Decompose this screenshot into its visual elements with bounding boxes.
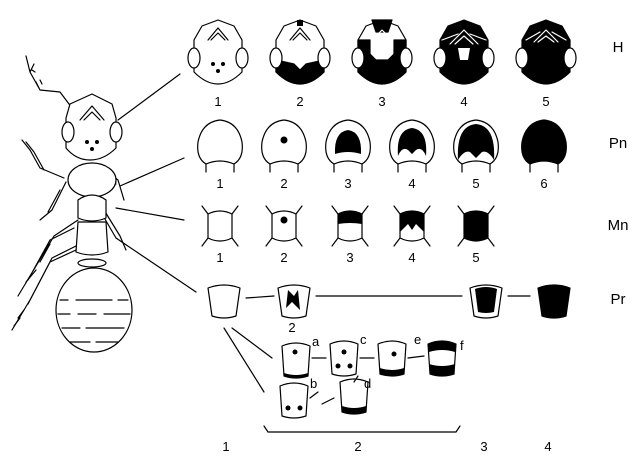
propodeum-subvariant-d [339, 378, 369, 415]
pronotum-variant-4 [389, 119, 435, 173]
propodeum-variant-4 [537, 284, 571, 319]
propodeum-subvariant-f [427, 340, 457, 377]
head-number-1: 1 [214, 94, 221, 109]
ant-ocelli [85, 140, 99, 151]
propodeum-variant-1 [207, 284, 241, 319]
head-number-4: 4 [460, 94, 467, 109]
letter-e: e [414, 332, 421, 347]
letter-c: c [360, 332, 367, 347]
head-number-3: 3 [378, 94, 385, 109]
ant-eye-right [109, 121, 123, 143]
ant-drawing [11, 55, 133, 353]
pronotum-variant-5 [453, 119, 499, 173]
pronotum-number-2: 2 [280, 176, 287, 191]
letter-b: b [310, 376, 317, 391]
ant-leg-mid [17, 219, 79, 297]
pronotum-number-1: 1 [216, 176, 223, 191]
letter-f: f [460, 338, 464, 353]
ant-antenna [25, 55, 73, 109]
mesonotum-variant-4 [393, 205, 431, 247]
pronotum-variant-1 [197, 119, 243, 173]
propodeum-branch-lines [223, 327, 273, 393]
mesonotum-variant-5 [457, 205, 495, 247]
connector-lines [115, 73, 197, 293]
ant-leg-hind-tarsus [13, 309, 25, 327]
ant-leg-mid-tarsus [25, 243, 51, 283]
mesonotum-numbers: 1 2 3 4 5 [216, 250, 479, 265]
mesonotum-row-label: Mn [608, 217, 629, 234]
pronotum-number-4: 4 [408, 176, 415, 191]
bottom-number-2: 2 [354, 439, 361, 454]
pronotum-row: 1 2 3 4 5 6 Pn [197, 119, 627, 191]
head-row: 1 2 3 4 5 H [187, 19, 624, 109]
propodeum-subvariant-a [281, 342, 311, 379]
bottom-numbers: 1 2 3 4 [222, 439, 551, 454]
bottom-number-4: 4 [544, 439, 551, 454]
propodeum-subvariant-c [329, 340, 359, 377]
propodeum-sub-links [309, 355, 425, 405]
pronotum-number-3: 3 [344, 176, 351, 191]
head-variant-2 [269, 19, 331, 85]
mesonotum-variant-1 [201, 205, 239, 247]
propodeum-number-2: 2 [288, 320, 295, 335]
propodeum-variant-3 [469, 284, 503, 319]
head-variant-3 [351, 19, 413, 85]
propodeum-subvariant-e [377, 340, 407, 377]
propodeum-row-label: Pr [611, 291, 626, 308]
ant-leg-front-tarsus [39, 181, 67, 221]
pronotum-number-6: 6 [540, 176, 547, 191]
mesonotum-number-1: 1 [216, 250, 223, 265]
ant-head-clypeus [79, 105, 105, 121]
ant-gaster [55, 267, 133, 353]
pronotum-variant-2 [261, 119, 307, 173]
ant-pronotum [67, 162, 117, 198]
mesonotum-variant-3 [331, 205, 369, 247]
pronotum-variant-6 [521, 119, 567, 173]
bottom-number-1: 1 [222, 439, 229, 454]
mesonotum-row: 1 2 3 4 5 Mn [201, 205, 629, 265]
head-variant-1 [187, 19, 249, 85]
mesonotum-number-4: 4 [408, 250, 415, 265]
bottom-number-3: 3 [480, 439, 487, 454]
ant-leg-front [21, 139, 65, 179]
ant-antenna-club [31, 69, 43, 85]
ant-mesonotum [77, 194, 107, 222]
ant-propodeum [75, 221, 109, 256]
mesonotum-number-5: 5 [472, 250, 479, 265]
pronotum-row-label: Pn [609, 135, 627, 152]
letter-a: a [312, 334, 320, 349]
ant-eye-left [61, 121, 75, 143]
propodeum-links [245, 295, 531, 299]
letter-d: d [364, 376, 371, 391]
ant-gaster-bands [57, 299, 131, 343]
bottom-bracket [263, 425, 461, 433]
pronotum-numbers: 1 2 3 4 5 6 [216, 176, 547, 191]
head-numbers: 1 2 3 4 5 [214, 94, 549, 109]
head-row-label: H [613, 39, 624, 56]
mesonotum-number-3: 3 [346, 250, 353, 265]
head-variant-4 [433, 19, 495, 85]
pronotum-number-5: 5 [472, 176, 479, 191]
propodeum-row: 2 Pr [207, 284, 626, 419]
propodeum-subvariant-b [279, 382, 309, 419]
propodeum-variant-2 [277, 284, 311, 319]
head-number-5: 5 [542, 94, 549, 109]
head-variant-5 [515, 19, 577, 85]
propodeum-letters: a b c d e f [310, 332, 464, 391]
ant-petiole [77, 258, 107, 268]
head-number-2: 2 [296, 94, 303, 109]
mesonotum-variant-2 [265, 205, 303, 247]
ant-leg-hind [11, 243, 81, 331]
mesonotum-number-2: 2 [280, 250, 287, 265]
pronotum-variant-3 [325, 119, 371, 173]
